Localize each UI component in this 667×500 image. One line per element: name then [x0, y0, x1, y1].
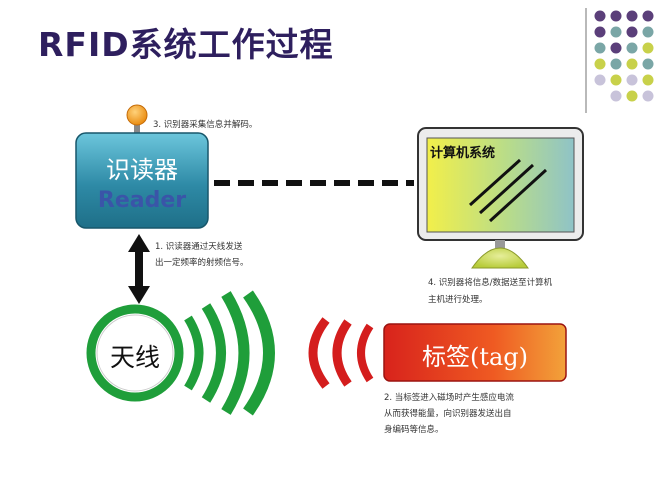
- decorative-dot: [642, 10, 654, 22]
- step-4-text-line2: 主机进行处理。: [428, 295, 488, 305]
- decorative-dot: [626, 26, 638, 38]
- decorative-dot: [642, 58, 654, 70]
- step-2-text-line2: 从而获得能量，向识别器发送出自: [384, 409, 512, 419]
- antenna-label: 天线: [109, 343, 160, 372]
- decorative-dot: [642, 26, 654, 38]
- page-title: RFID系统工作过程: [38, 25, 334, 64]
- step-1-text-line2: 出一定频率的射频信号。: [155, 258, 249, 268]
- decorative-dot: [626, 74, 638, 86]
- title-divider: [585, 8, 587, 113]
- computer-monitor: [417, 127, 584, 269]
- reader-antenna-arrow: [128, 234, 150, 304]
- decorative-dot: [610, 90, 622, 102]
- decorative-dot: [642, 74, 654, 86]
- computer-label: 计算机系统: [430, 146, 496, 161]
- antenna-ring: [86, 304, 184, 402]
- decorative-dot: [594, 58, 606, 70]
- decorative-dot: [626, 42, 638, 54]
- step-2-text-line3: 身编码等信息。: [384, 425, 444, 435]
- decorative-dot: [610, 74, 622, 86]
- reader-label-cn: 识读器: [106, 156, 178, 184]
- decorative-dot: [594, 42, 606, 54]
- antenna-wave-arcs: [184, 290, 275, 416]
- tag-box: [383, 323, 567, 382]
- step-3-text: 3. 识别器采集信息并解码。: [153, 120, 258, 130]
- step-4-text-line1: 4. 识别器将信息/数据送至计算机: [428, 278, 553, 288]
- decorative-dot: [594, 26, 606, 38]
- tag-label: 标签(tag): [421, 343, 529, 371]
- reader-label-en: Reader: [97, 188, 187, 213]
- decorative-dot: [594, 10, 606, 22]
- decorative-dot: [610, 58, 622, 70]
- decorative-dot: [642, 90, 654, 102]
- decorative-dot: [610, 10, 622, 22]
- tag-wave-arcs: [308, 317, 374, 389]
- decorative-dot: [626, 10, 638, 22]
- decorative-dot: [594, 74, 606, 86]
- reader-indicator-bulb: [126, 104, 148, 134]
- decorative-dot: [626, 58, 638, 70]
- reader-box: [75, 132, 209, 229]
- step-2-text-line1: 2. 当标签进入磁场时产生感应电流: [384, 393, 514, 403]
- step-1-text-line1: 1. 识读器通过天线发送: [155, 242, 243, 252]
- decorative-dot: [642, 42, 654, 54]
- decorative-dot: [610, 42, 622, 54]
- decorative-dot: [610, 26, 622, 38]
- decorative-dot: [626, 90, 638, 102]
